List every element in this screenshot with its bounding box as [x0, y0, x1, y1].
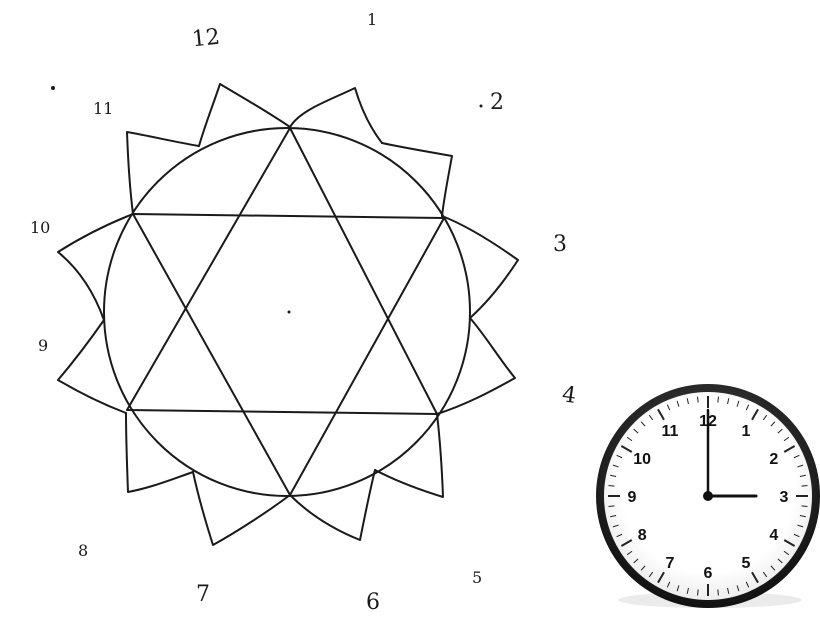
sketch-label-6: 6: [366, 592, 380, 614]
petal-3: [442, 216, 518, 318]
clock-minor-tick: [718, 397, 719, 403]
sketch-label-9: 9: [38, 338, 48, 354]
petal-8: [126, 413, 193, 492]
petal-5: [375, 414, 443, 497]
clock-number-4: 4: [769, 527, 778, 544]
sketch-label-5: 5: [472, 570, 482, 586]
clock-number-7: 7: [666, 555, 675, 572]
sketch-label-1: 1: [367, 12, 377, 28]
petal-9: [58, 320, 126, 413]
clock-minor-tick: [718, 589, 719, 595]
petal-11: [127, 132, 199, 214]
sketch-label-2: 2: [490, 92, 504, 114]
sketch-label-8: 8: [78, 543, 88, 559]
clock-number-1: 1: [742, 423, 751, 440]
clock-minor-tick: [698, 397, 699, 403]
clock-number-2: 2: [769, 451, 778, 468]
clock-minor-tick: [609, 506, 615, 507]
petal-2: [382, 143, 452, 216]
sketch-label-12: 12: [191, 27, 221, 52]
clock-pivot: [703, 491, 713, 501]
petal-10: [58, 214, 133, 320]
sketch-label-3: 3: [553, 234, 567, 256]
clock-minor-tick: [801, 486, 807, 487]
clock-minor-tick: [698, 589, 699, 595]
triangle-up: [127, 128, 437, 414]
clock-minor-tick: [609, 486, 615, 487]
clock-number-3: 3: [780, 489, 789, 506]
clock-number-8: 8: [638, 527, 647, 544]
clock-number-5: 5: [742, 555, 751, 572]
sketch-label-7: 7: [196, 584, 210, 606]
petal-12: [199, 84, 290, 146]
sketch-label-11: 11: [93, 101, 113, 117]
clock-number-9: 9: [628, 489, 637, 506]
petal-7: [193, 472, 290, 545]
clock-number-10: 10: [633, 451, 651, 468]
inner-circle: [104, 128, 470, 496]
clock-number-11: 11: [662, 423, 679, 440]
sketch-label-10: 10: [30, 220, 50, 236]
clock-minor-tick: [801, 506, 807, 507]
triangle-down: [133, 214, 444, 495]
clock-number-6: 6: [704, 565, 713, 582]
